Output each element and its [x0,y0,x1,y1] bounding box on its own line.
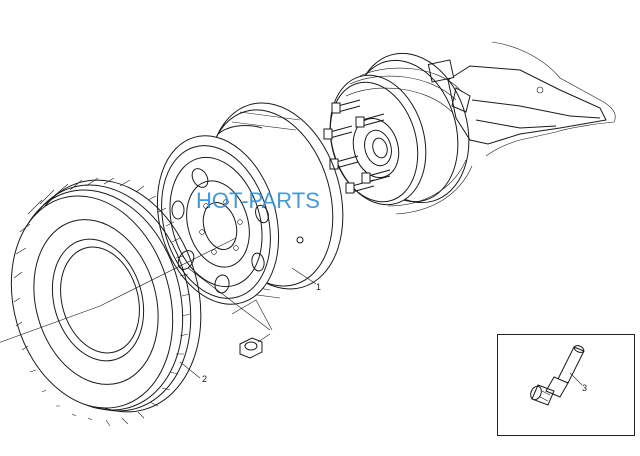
callout-2: 2 [202,374,207,384]
axle-bracket [427,41,616,157]
valve-stem-icon [530,345,585,406]
tire [10,177,202,427]
leader-lines [0,237,317,379]
watermark-text: HOT-PARTS [196,188,320,213]
callout-3: 3 [582,383,587,393]
valve-stem-inset: 3 [497,334,635,436]
brake-drum [323,52,473,215]
callout-1: 1 [316,282,321,292]
valve-stem-drawing: 3 [530,345,587,406]
lug-nut [239,333,271,359]
